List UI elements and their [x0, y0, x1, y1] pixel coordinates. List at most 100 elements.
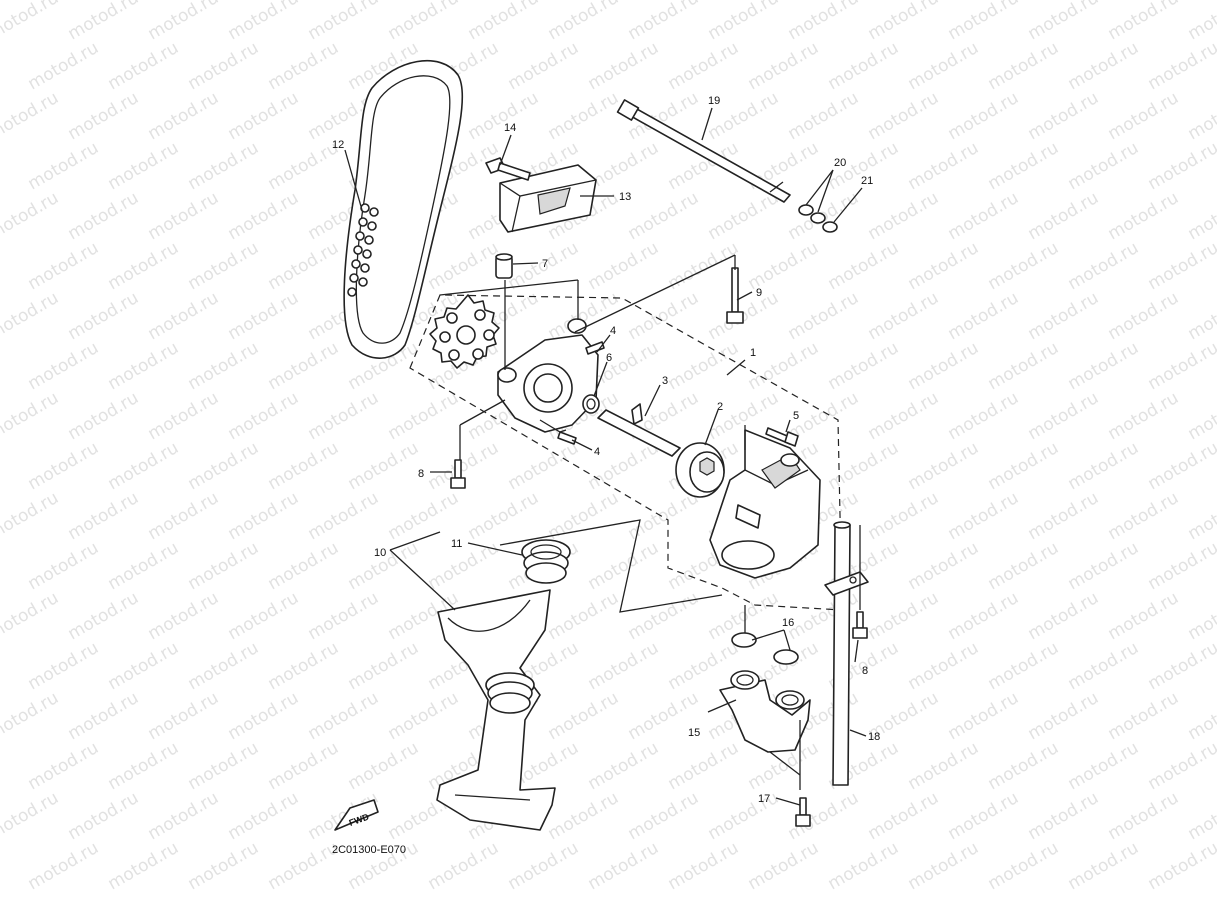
watermark-text: motod.ru [1145, 838, 1217, 894]
watermark-text: motod.ru [65, 0, 143, 44]
rotor-part-2 [675, 442, 725, 498]
callout-17: 17 [758, 793, 770, 805]
watermark-text: motod.ru [705, 188, 783, 244]
watermark-text: motod.ru [145, 88, 223, 144]
watermark-text: motod.ru [425, 238, 503, 294]
callout-10: 10 [374, 547, 386, 559]
watermark-text: motod.ru [1065, 38, 1143, 94]
watermark-text: motod.ru [145, 288, 223, 344]
watermark-text: motod.ru [185, 638, 263, 694]
watermark-text: motod.ru [305, 0, 383, 44]
watermark-text: motod.ru [65, 388, 143, 444]
watermark-text: motod.ru [345, 638, 423, 694]
watermark-text: motod.ru [1105, 88, 1183, 144]
watermark-text: motod.ru [985, 538, 1063, 594]
watermark-text: motod.ru [185, 338, 263, 394]
watermark-text: motod.ru [25, 638, 103, 694]
o-rings-part-16 [731, 632, 799, 665]
oil-pump-cover [709, 429, 821, 579]
watermark-text: motod.ru [265, 638, 343, 694]
watermark-text: motod.ru [0, 0, 62, 44]
watermark-text: motod.ru [785, 88, 863, 144]
watermark-text: motod.ru [625, 188, 703, 244]
watermark-text: motod.ru [1185, 88, 1217, 144]
watermark-text: motod.ru [585, 638, 663, 694]
watermark-text: motod.ru [665, 338, 743, 394]
watermark-text: motod.ru [145, 788, 223, 844]
watermark-text: motod.ru [0, 288, 62, 344]
watermark-text: motod.ru [1105, 388, 1183, 444]
watermark-text: motod.ru [905, 138, 983, 194]
watermark-text: motod.ru [225, 88, 303, 144]
watermark-text: motod.ru [1065, 738, 1143, 794]
watermark-text: motod.ru [945, 88, 1023, 144]
watermark-text: motod.ru [105, 538, 183, 594]
watermark-text: motod.ru [545, 788, 623, 844]
watermark-text: motod.ru [25, 138, 103, 194]
watermark-text: motod.ru [745, 38, 823, 94]
watermark-text: motod.ru [545, 688, 623, 744]
watermark-text: motod.ru [65, 788, 143, 844]
watermark-text: motod.ru [385, 688, 463, 744]
watermark-text: motod.ru [585, 538, 663, 594]
watermark-text: motod.ru [65, 288, 143, 344]
watermark-text: motod.ru [985, 338, 1063, 394]
watermark-text: motod.ru [105, 138, 183, 194]
watermark-text: motod.ru [1105, 688, 1183, 744]
watermark-text: motod.ru [1065, 638, 1143, 694]
watermark-text: motod.ru [265, 738, 343, 794]
watermark-text: motod.ru [1025, 88, 1103, 144]
watermark-text: motod.ru [1145, 438, 1217, 494]
watermark-text: motod.ru [625, 0, 703, 44]
watermark-text: motod.ru [665, 838, 743, 894]
watermark-text: motod.ru [1065, 238, 1143, 294]
watermark-text: motod.ru [305, 488, 383, 544]
callout-20: 20 [834, 157, 846, 169]
watermark-text: motod.ru [1185, 0, 1217, 44]
watermark-text: motod.ru [905, 738, 983, 794]
oil-pipe-part-15 [719, 670, 811, 753]
watermark-text: motod.ru [385, 488, 463, 544]
watermark-text: motod.ru [25, 38, 103, 94]
watermark-text: motod.ru [1185, 488, 1217, 544]
watermark-text: motod.ru [905, 38, 983, 94]
watermark-text: motod.ru [905, 338, 983, 394]
watermark-text: motod.ru [625, 288, 703, 344]
watermark-text: motod.ru [1025, 588, 1103, 644]
watermark-text: motod.ru [145, 188, 223, 244]
pump-drive-sprocket [429, 294, 500, 369]
watermark-text: motod.ru [1185, 688, 1217, 744]
watermark-text: motod.ru [825, 438, 903, 494]
watermark-text: motod.ru [465, 88, 543, 144]
watermark-text: motod.ru [105, 738, 183, 794]
bolt-part-8-left [450, 459, 466, 489]
watermark-text: motod.ru [25, 838, 103, 894]
watermark-text: motod.ru [145, 588, 223, 644]
watermark-text: motod.ru [865, 188, 943, 244]
watermark-text: motod.ru [985, 738, 1063, 794]
watermark-text: motod.ru [945, 788, 1023, 844]
callout-3: 3 [662, 375, 668, 387]
watermark-text: motod.ru [625, 788, 703, 844]
watermark-text: motod.ru [105, 438, 183, 494]
chain-guide-part-13 [499, 164, 597, 233]
watermark-text: motod.ru [1105, 0, 1183, 44]
watermark-text: motod.ru [0, 388, 62, 444]
callout-11: 11 [451, 538, 462, 550]
callout-21: 21 [861, 175, 873, 187]
watermark-text: motod.ru [505, 38, 583, 94]
oil-seal-part-6 [582, 394, 600, 414]
watermark-text: motod.ru [1025, 788, 1103, 844]
callout-6: 6 [606, 352, 612, 364]
watermark-text: motod.ru [545, 88, 623, 144]
watermark-text: motod.ru [585, 838, 663, 894]
watermark-text: motod.ru [225, 388, 303, 444]
watermark-text: motod.ru [1025, 0, 1103, 44]
watermark-text: motod.ru [945, 588, 1023, 644]
bolt-part-9 [726, 267, 744, 324]
watermark-text: motod.ru [865, 0, 943, 44]
cam-chain-part-12 [343, 59, 464, 359]
watermark-text: motod.ru [65, 688, 143, 744]
callout-8-left: 8 [418, 468, 424, 480]
callout-13: 13 [619, 191, 631, 203]
